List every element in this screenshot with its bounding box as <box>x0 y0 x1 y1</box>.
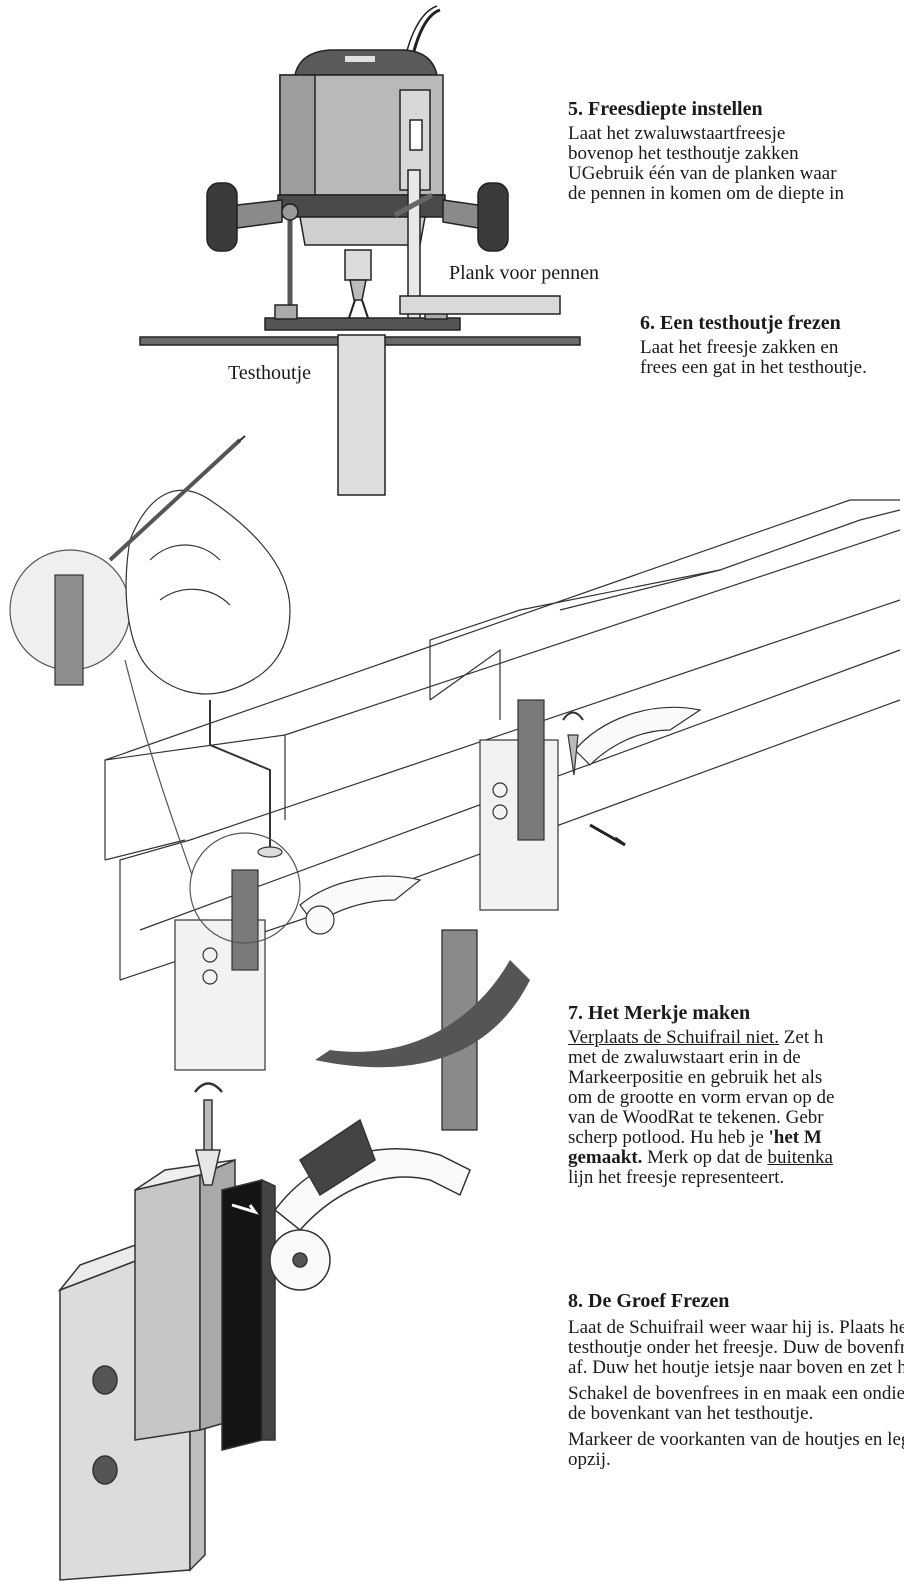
label-testhout: Testhoutje <box>228 362 312 384</box>
section-8: 8. De Groef Frezen Laat de Schuifrail we… <box>568 1290 904 1470</box>
section-7-warning: Verplaats de Schuifrail niet. <box>568 1027 780 1048</box>
section-7-line-6: scherp potlood. Hu heb je 'het M <box>568 1128 834 1148</box>
section-6: 6. Een testhoutje frezen Laat het freesj… <box>640 312 867 378</box>
section-8-para-1: Laat de Schuifrail weer waar hij is. Pla… <box>568 1318 904 1378</box>
section-7-line-7-underlined: buitenka <box>767 1147 833 1168</box>
section-8-title: 8. De Groef Frezen <box>568 1290 730 1312</box>
section-8-para-3-line-1: Markeer de voorkanten van de houtjes en … <box>568 1429 904 1450</box>
section-7-line-8: lijn het freesje representeert. <box>568 1167 785 1188</box>
section-5-line-3: UGebruik één van de planken waar <box>568 163 837 184</box>
section-7-line-4: om de grootte en vorm ervan op de <box>568 1087 835 1108</box>
section-5-line-4: de pennen in komen om de diepte in <box>568 183 844 204</box>
section-7-line-3: Markeerpositie en gebruik het als <box>568 1067 823 1088</box>
section-5: 5. Freesdiepte instellen Laat het zwaluw… <box>568 98 844 204</box>
section-8-para-2-line-2: de bovenkant van het testhoutje. <box>568 1403 814 1424</box>
section-7-title: 7. Het Merkje maken <box>568 1002 751 1024</box>
section-7: 7. Het Merkje maken Verplaats de Schuifr… <box>568 1002 834 1188</box>
section-8-para-2: Schakel de bovenfrees in en maak een ond… <box>568 1384 904 1424</box>
groove-closeup-figure <box>57 1082 471 1581</box>
section-8-para-1-line-2: testhoutje onder het freesje. Duw de bov… <box>568 1337 904 1358</box>
section-7-line-2: met de zwaluwstaart erin in de <box>568 1047 801 1068</box>
section-7-line-5: van de WoodRat te tekenen. Gebr <box>568 1107 824 1128</box>
section-6-title: 6. Een testhoutje frezen <box>640 312 841 334</box>
section-6-line-2: frees een gat in het testhoutje. <box>640 357 867 378</box>
section-5-title: 5. Freesdiepte instellen <box>568 98 763 120</box>
section-7-line-6-bold: 'het M <box>768 1127 822 1148</box>
router-figure <box>139 5 581 496</box>
section-8-para-2-line-1: Schakel de bovenfrees in en maak een ond… <box>568 1383 904 1404</box>
section-8-para-1-line-1: Laat de Schuifrail weer waar hij is. Pla… <box>568 1317 904 1338</box>
section-7-line-7-start: gemaakt. <box>568 1147 643 1168</box>
section-7-line-7: gemaakt. Merk op dat de buitenka <box>568 1148 834 1168</box>
section-8-para-3-line-2: opzij. <box>568 1449 611 1470</box>
section-5-line-1: Laat het zwaluwstaartfreesje <box>568 123 786 144</box>
section-8-para-1-line-3: af. Duw het houtje ietsje naar boven en … <box>568 1357 904 1378</box>
label-plank: Plank voor pennen <box>449 262 599 284</box>
section-7-line-1: Verplaats de Schuifrail niet. Zet h <box>568 1028 834 1048</box>
section-8-para-3: Markeer de voorkanten van de houtjes en … <box>568 1430 904 1470</box>
section-6-line-1: Laat het freesje zakken en <box>640 337 839 358</box>
woodrat-figure <box>9 435 901 1131</box>
section-7-line-7-mid: Merk op dat de <box>642 1147 768 1168</box>
section-5-line-2: bovenop het testhoutje zakken <box>568 143 799 164</box>
section-7-line-1-rest: Zet h <box>779 1027 824 1048</box>
section-7-line-6-text: scherp potlood. Hu heb je <box>568 1127 769 1148</box>
